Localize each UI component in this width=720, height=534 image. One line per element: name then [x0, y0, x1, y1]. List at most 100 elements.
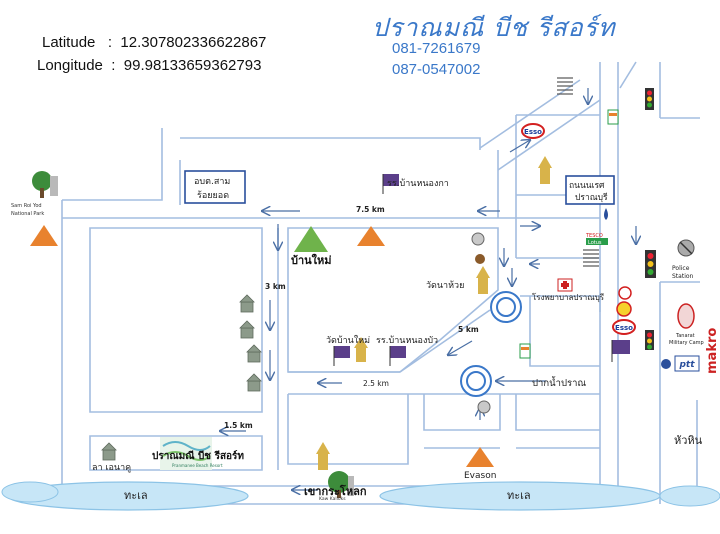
- ban-mai-label: บ้านใหม่: [291, 253, 332, 267]
- police-icon: [677, 239, 695, 257]
- traffic-light-icon: [645, 88, 654, 110]
- tree-icon: [328, 471, 354, 498]
- school-nong-bua-label: รร.บ้านหนองบัว: [376, 335, 438, 346]
- hua-hin-label: หัวหิน: [674, 434, 703, 447]
- mountain-icon: [294, 226, 328, 252]
- esso-icon: Esso: [612, 319, 636, 335]
- police-label-1: Police: [672, 265, 690, 272]
- distance-3-km: 3 km: [265, 282, 286, 291]
- latitude-label: Latitude: [42, 34, 96, 51]
- district-office-label-2: ร้อยยอด: [197, 190, 229, 201]
- coffee-icon: [475, 254, 485, 264]
- top-road-north: [180, 137, 481, 150]
- cone-icon: [357, 226, 385, 246]
- lower-block-1: [287, 394, 409, 465]
- resort-on-map-label: ปราณมณี บีช รีสอร์ท: [152, 450, 244, 462]
- resort-tagline-label: Pranmanee Beach Resort: [172, 463, 223, 468]
- pak-nam-pran-label: ปากน้ำปราณ: [532, 376, 586, 389]
- traffic-light-icon: [645, 330, 654, 350]
- kao-kalok-label: เขากระโหลก: [304, 484, 367, 498]
- lower-block-3: [515, 394, 600, 431]
- svg-text:Lotus: Lotus: [588, 240, 602, 246]
- military-label-1: Tanarat: [675, 333, 695, 339]
- military-label-2: Military Camp: [669, 340, 704, 346]
- railway-crossing-icon: [557, 77, 573, 95]
- pin-icon: [471, 232, 485, 246]
- railway-crossing-icon: [583, 249, 599, 267]
- diagonal-road-b: [497, 99, 601, 171]
- longitude-value: 99.98133659362793: [123, 57, 262, 74]
- roundabout-north: [490, 291, 522, 323]
- right-block-1: [529, 296, 600, 367]
- wat-na-huai-label: วัดนาห้วย: [426, 280, 464, 291]
- left-block: [89, 227, 263, 413]
- house-icons: [101, 294, 262, 461]
- diagonal-road-c: [619, 61, 637, 89]
- latitude-value: 12.307802336622867: [120, 34, 267, 51]
- tesco-lotus-sign: TESCO Lotus: [585, 233, 608, 246]
- diagonal-road-a: [479, 79, 581, 149]
- seven-eleven-icon: [519, 343, 531, 359]
- resort-block: [89, 435, 263, 471]
- sea-left-label: ทะเล: [124, 489, 148, 502]
- kao-kalok-small-label: Kaw Kalloks: [319, 496, 346, 502]
- temple-icon: [476, 266, 490, 294]
- distance-5-km: 5 km: [458, 325, 479, 334]
- hospital-label: โรงพยาบาลปราณบุรี: [532, 292, 605, 302]
- temple-icon: [354, 337, 368, 362]
- road-network: [61, 61, 700, 505]
- military-emblem-icon: [677, 303, 695, 329]
- school-flag-icon: [333, 346, 350, 366]
- svg-text:Esso: Esso: [524, 128, 542, 136]
- esso-icon: Esso: [521, 123, 545, 139]
- direction-arrows: [220, 88, 636, 490]
- school-flag-icon: [382, 174, 399, 194]
- sea-shapes: [1, 481, 720, 511]
- school-flag-icon: [611, 340, 630, 362]
- sea-right-label: ทะเล: [507, 489, 531, 502]
- upper-road-line-1: [62, 128, 163, 201]
- shell-icon: [616, 301, 632, 317]
- ptt-badge: ptt: [661, 355, 700, 372]
- road-to-pak-nam-pran-3: [399, 309, 491, 373]
- school-nong-ka-label: รร.บ้านหนองกา: [387, 178, 449, 189]
- hospital-icon: [557, 278, 573, 292]
- distance-7-5-km: 7.5 km: [356, 205, 385, 214]
- school-flag-icon: [389, 346, 406, 366]
- distance-2-5-km: 2.5 km: [363, 379, 389, 388]
- pin-icon: [477, 400, 491, 414]
- resort-title: ปราณมณี บีช รีสอร์ท: [372, 13, 616, 42]
- tree-icon: [32, 171, 58, 198]
- makro-sign: [703, 322, 719, 374]
- traffic-light-icon: [645, 250, 656, 278]
- phone-2: 087-0547002: [392, 61, 481, 78]
- naresdamri-label-1: ถนนนเรศ: [569, 181, 605, 191]
- roundabout-south: [460, 365, 492, 397]
- water-drop-icon: [604, 208, 608, 220]
- evason-label: Evason: [464, 471, 496, 481]
- resort-logo: [160, 437, 212, 470]
- svg-text:TESCO: TESCO: [585, 233, 603, 239]
- svg-text:Esso: Esso: [615, 324, 633, 332]
- phone-1: 081-7261679: [392, 40, 481, 57]
- district-office-label-1: อบต.สาม: [194, 177, 230, 187]
- temple-icon: [538, 156, 552, 184]
- cone-icon: [30, 225, 58, 246]
- svg-text:ptt: ptt: [678, 360, 695, 370]
- latitude-row: Latitude : 12.307802336622867: [42, 34, 267, 51]
- temple-icon: [316, 442, 330, 470]
- police-label-2: Station: [672, 273, 694, 280]
- distance-1-5-km: 1.5 km: [224, 421, 253, 430]
- naresdamri-label-2: ปราณบุรี: [575, 192, 608, 203]
- la-ngoen-label: ลา เอนาคู: [92, 463, 131, 473]
- road-to-pak-nam-pran-4: [520, 295, 601, 312]
- lower-block-2: [423, 394, 501, 431]
- district-office-box: [184, 170, 246, 204]
- cone-icon: [466, 447, 494, 467]
- sam-roi-yod-label-1: Sam Roi Yod: [11, 203, 42, 209]
- wat-ban-mai-label: วัดบ้านใหม่: [326, 335, 370, 346]
- longitude-row: Longitude : 99.98133659362793: [37, 57, 262, 74]
- sam-roi-yod-label-2: National Park: [11, 211, 44, 217]
